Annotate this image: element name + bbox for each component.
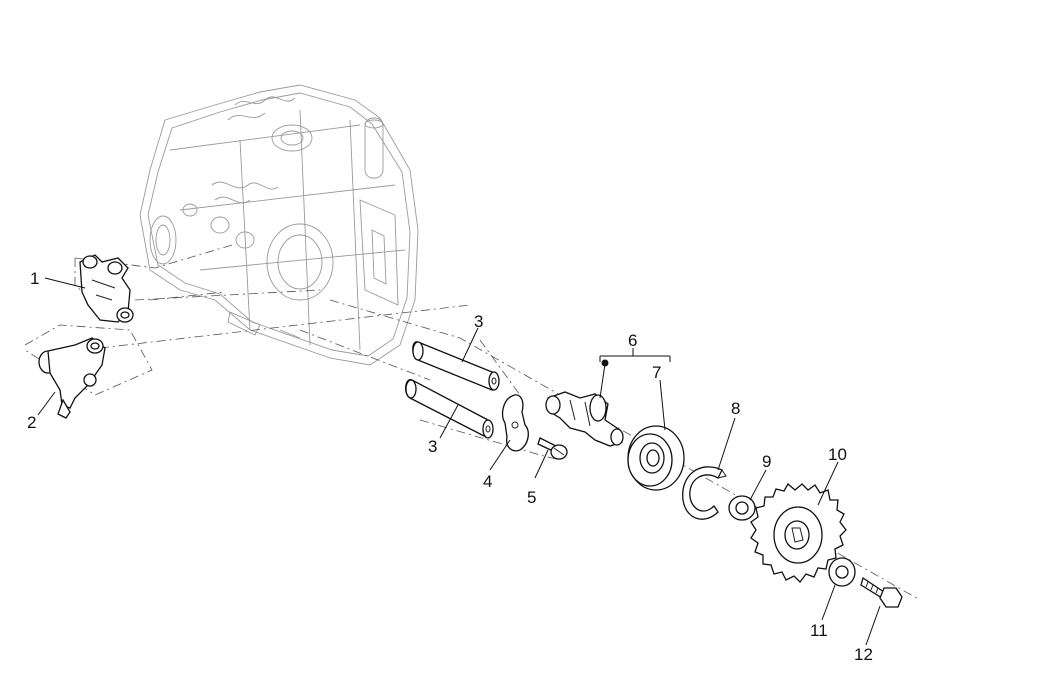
callout-11: 11: [810, 621, 828, 640]
callout-8: 8: [731, 399, 740, 418]
camshaft: [545, 391, 624, 447]
rocker-shaft-lower: [405, 379, 494, 439]
callout-2: 2: [27, 413, 36, 432]
callout-9: 9: [762, 452, 771, 471]
circlip: [682, 466, 727, 520]
rocker-arm-lower: [38, 337, 106, 419]
washer: [728, 495, 756, 521]
callout-3-upper: 3: [474, 312, 483, 331]
rocker-arm-upper: [79, 254, 134, 323]
callout-4: 4: [483, 472, 492, 491]
cylinder-head: [139, 84, 419, 366]
callout-6: 6: [628, 331, 637, 350]
callout-labels: 1 2 3 3 4 5 6 7 8 9 10 11 12: [27, 269, 873, 664]
retaining-plate: [501, 394, 529, 452]
callout-1: 1: [30, 269, 39, 288]
leader-lines: [37, 277, 881, 646]
screw: [537, 437, 568, 460]
set-indicator-dot: [601, 359, 609, 367]
callout-12: 12: [854, 645, 873, 664]
flat-washer: [828, 557, 856, 587]
callout-10: 10: [828, 445, 847, 464]
bearing: [627, 425, 685, 491]
rocker-shaft-upper: [412, 341, 500, 391]
callout-5: 5: [527, 488, 536, 507]
callout-7: 7: [652, 363, 661, 382]
bolt: [860, 576, 903, 608]
sprocket: [750, 482, 847, 583]
callout-3-lower: 3: [428, 437, 437, 456]
